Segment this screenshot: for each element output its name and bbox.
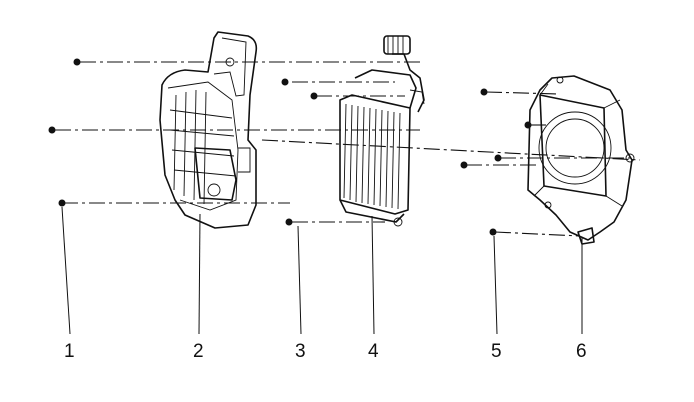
callout-3: 3 (295, 341, 306, 362)
shroud-part-2 (159, 31, 258, 229)
callout-2: 2 (193, 341, 204, 362)
bolt-part-3 (281, 78, 318, 226)
bolt-part-5 (460, 88, 532, 236)
radiator-part-4 (339, 35, 425, 227)
callout-leaders (61, 206, 583, 335)
callout-5: 5 (491, 341, 502, 362)
assembly-axis-lines (55, 61, 641, 237)
callout-6: 6 (576, 341, 587, 362)
callout-1: 1 (64, 341, 75, 362)
callout-4: 4 (368, 341, 379, 362)
fan-housing-part-6 (527, 75, 635, 245)
bolt-part-1 (48, 58, 81, 207)
